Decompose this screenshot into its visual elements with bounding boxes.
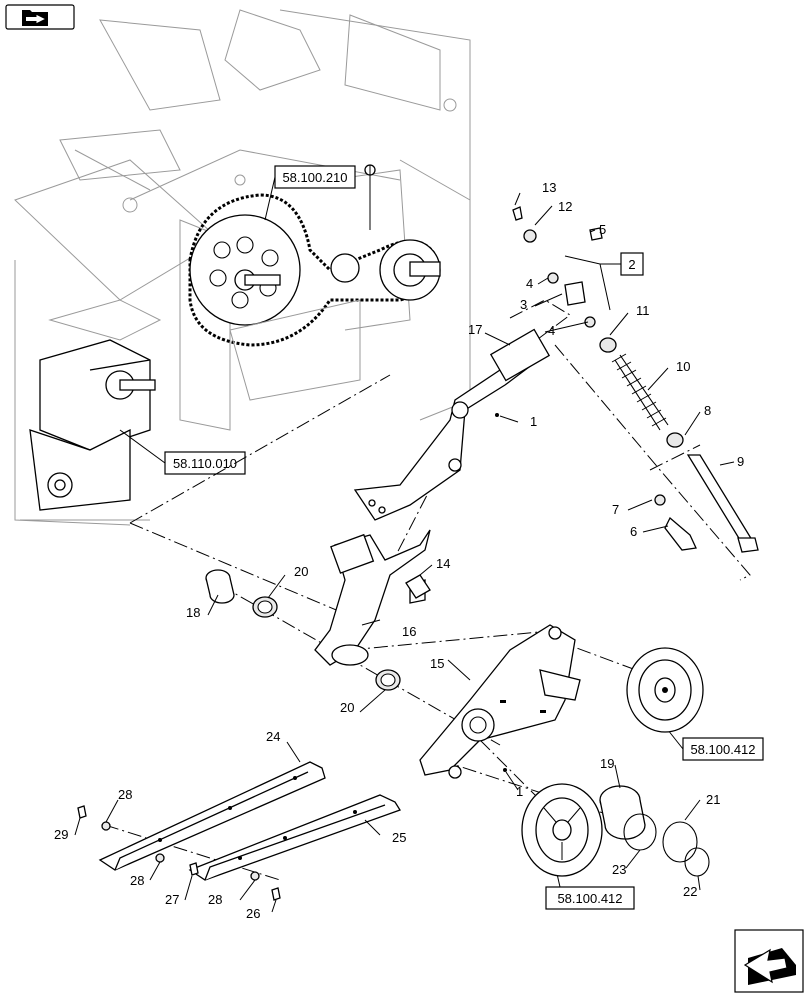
ring-21 (662, 821, 698, 863)
ref-pulley-bottom-box[interactable]: 58.100.412 (545, 864, 635, 910)
bushing-18 (205, 569, 235, 604)
ref-chain-box[interactable]: 58.100.210 (264, 165, 356, 221)
ref-pulley-right-label: 58.100.412 (690, 742, 755, 757)
bearing-20-bottom (375, 669, 401, 691)
callout-numbers: 13 12 5 4 3 4 17 1 11 10 8 9 7 6 14 15 1… (54, 180, 744, 921)
callout-20-bottom: 20 (340, 700, 354, 715)
ref-assembly-label: 2 (628, 257, 635, 272)
callout-22: 22 (683, 884, 697, 899)
callout-8: 8 (704, 403, 711, 418)
callout-25: 25 (392, 830, 406, 845)
folder-arrow-back-icon (22, 10, 48, 26)
callout-7: 7 (612, 502, 619, 517)
arm-assembly (353, 328, 551, 521)
bolt-6-7 (654, 494, 697, 551)
bushing-19 (599, 785, 646, 840)
callout-23: 23 (612, 862, 626, 877)
callout-11: 11 (636, 303, 650, 318)
callout-1-top: 1 (530, 414, 537, 429)
next-nav-button[interactable] (734, 929, 804, 993)
ref-gearbox-label: 58.110.010 (173, 456, 237, 471)
callout-4-top: 4 (526, 276, 533, 291)
bracket-plate (419, 624, 581, 779)
callout-14: 14 (436, 556, 450, 571)
bearing-20-top (252, 596, 278, 618)
callout-27: 27 (165, 892, 179, 907)
pin-14 (405, 574, 431, 599)
chain-drive (188, 164, 441, 347)
ref-chain-label: 58.100.210 (282, 170, 347, 185)
pin-1 (495, 413, 507, 772)
ref-pulley-bottom-label: 58.100.412 (557, 891, 622, 906)
callout-4-bottom: 4 (548, 323, 555, 338)
callout-24: 24 (266, 729, 280, 744)
callout-5: 5 (599, 222, 606, 237)
callout-leaders (74, 192, 735, 913)
pivot-arm (314, 529, 431, 666)
callout-28-middle: 28 (130, 873, 144, 888)
washer-8 (666, 432, 684, 448)
callout-28-left: 28 (118, 787, 132, 802)
gearbox (20, 299, 361, 521)
pulley-bottom (521, 783, 603, 877)
callout-28-right: 28 (208, 892, 222, 907)
pulley-right (626, 647, 704, 733)
guard-plate-24 (98, 761, 326, 871)
callout-20-top: 20 (294, 564, 308, 579)
callout-26: 26 (246, 906, 260, 921)
callout-29: 29 (54, 827, 68, 842)
callout-15: 15 (430, 656, 444, 671)
ref-pulley-right-box[interactable]: 58.100.412 (659, 719, 764, 761)
callout-16: 16 (402, 624, 416, 639)
ref-assembly-box[interactable]: 2 (564, 252, 644, 311)
hardware-12-13 (512, 206, 537, 243)
callout-18: 18 (186, 605, 200, 620)
callout-10: 10 (676, 359, 690, 374)
callout-6: 6 (630, 524, 637, 539)
callout-17: 17 (468, 322, 482, 337)
guard-plate-25 (188, 794, 401, 881)
back-nav-button[interactable] (5, 4, 75, 30)
spring-10 (611, 353, 669, 431)
callout-21: 21 (706, 792, 720, 807)
ring-22 (684, 847, 710, 877)
hardware-3-4 (547, 272, 596, 328)
callout-3: 3 (520, 297, 527, 312)
callout-13: 13 (542, 180, 556, 195)
callout-19: 19 (600, 756, 614, 771)
folder-arrow-next-icon (743, 948, 796, 985)
rod-9 (686, 454, 759, 553)
callout-1-bottom: 1 (516, 784, 523, 799)
callout-9: 9 (737, 454, 744, 469)
callout-12: 12 (558, 199, 572, 214)
washer-11 (599, 337, 617, 353)
ref-gearbox-box[interactable]: 58.110.010 (119, 429, 246, 475)
